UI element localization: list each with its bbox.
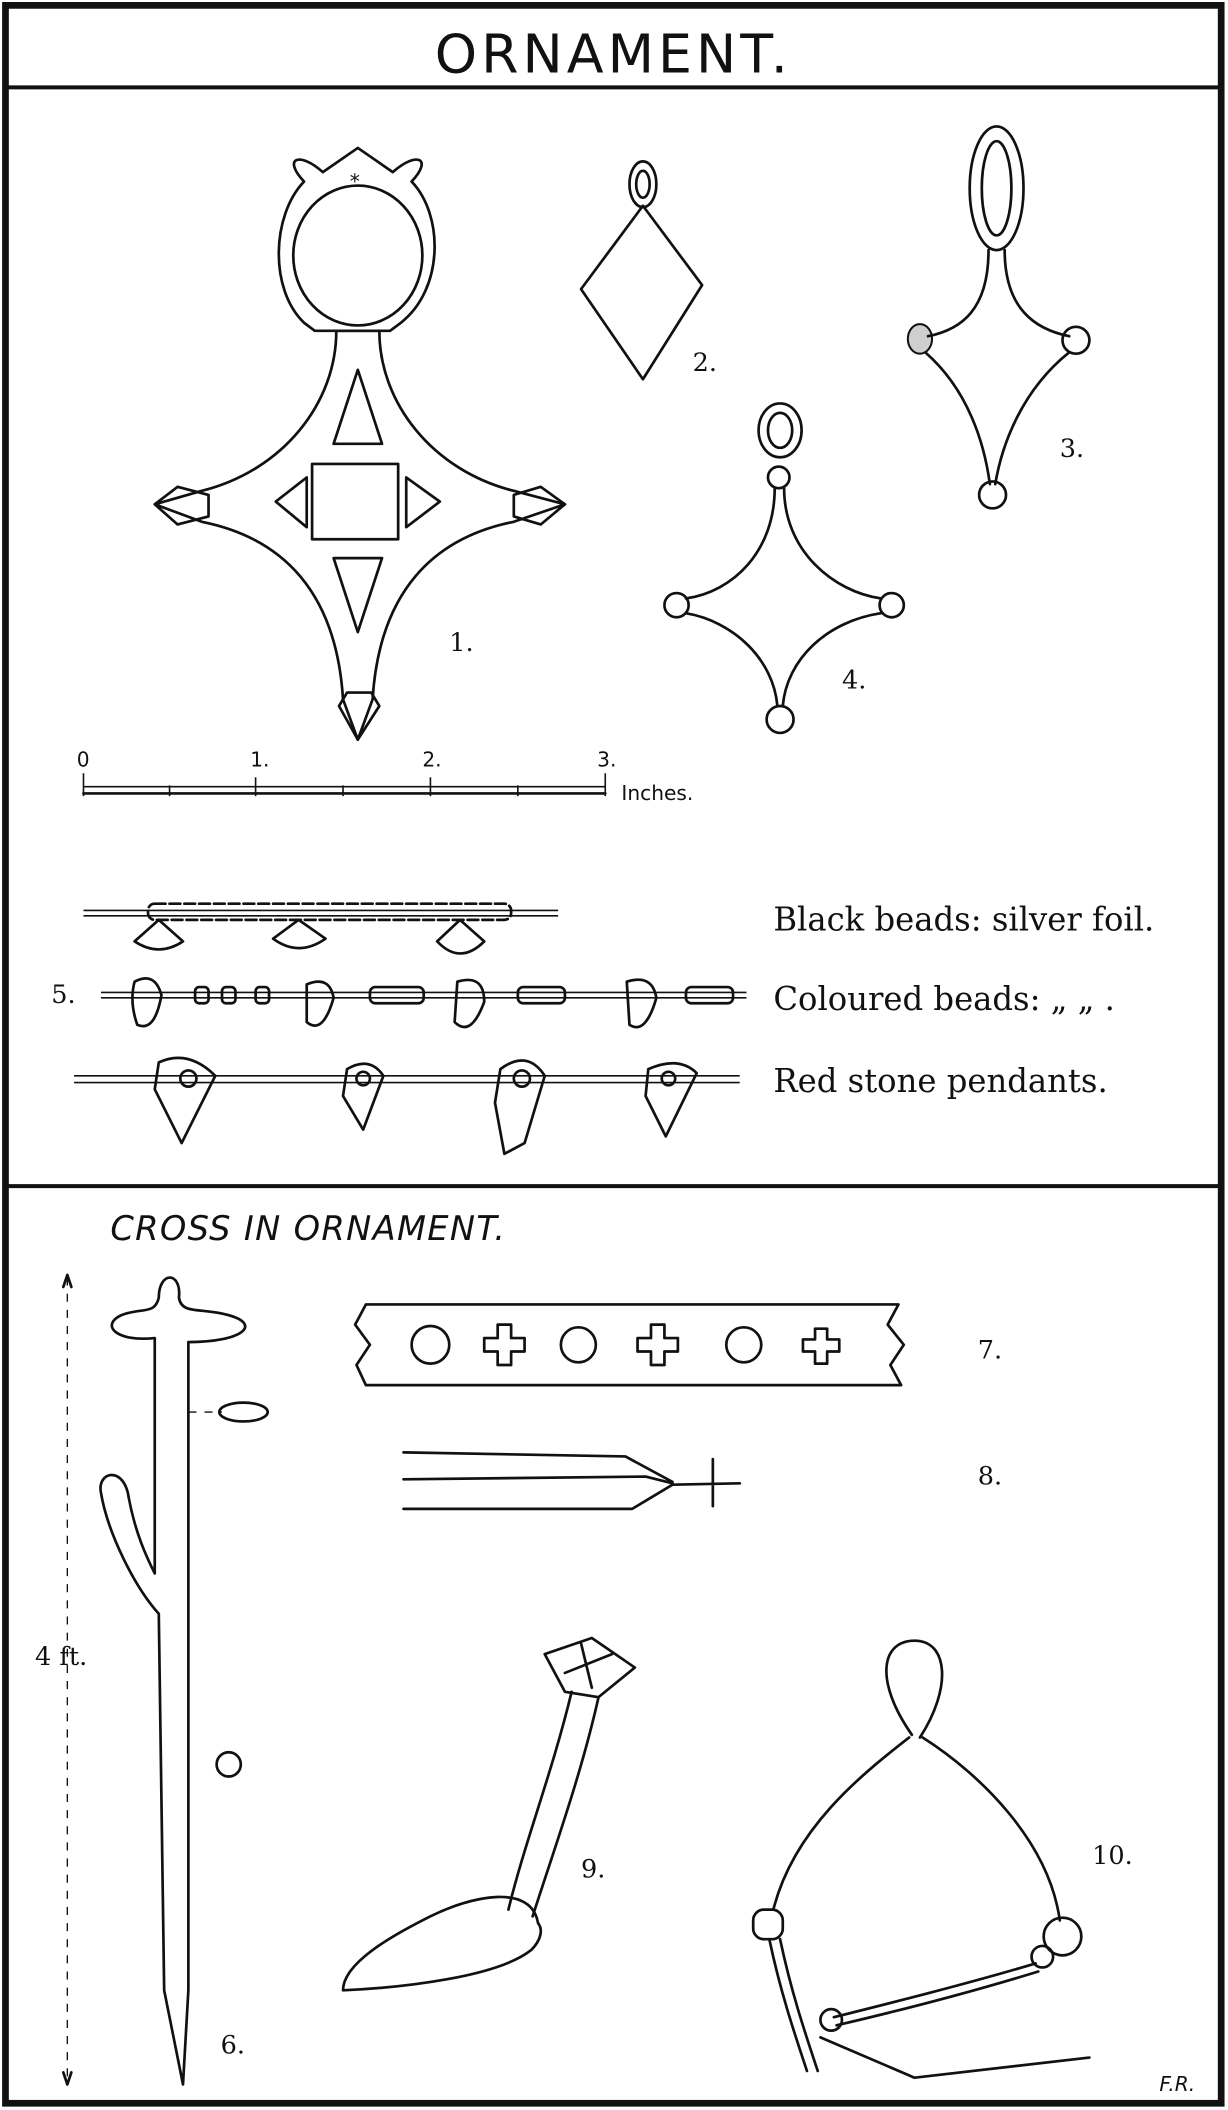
figure-7-label: 7. [978,1335,1002,1365]
scale-bar [82,773,607,797]
scale-tick-3: 3. [597,748,616,772]
bead-caption-coloured: Coloured beads: „ „ . [773,980,1115,1018]
plate-title: ORNAMENT. [435,23,792,86]
figure-1-label: 1. [449,628,473,658]
scale-tick-0: 0 [77,748,90,772]
figure-3-pendant [906,125,1091,510]
figure-2-label: 2. [693,348,717,378]
figure-7-carved-strip [353,1303,906,1387]
figure-4-pendant [663,402,906,735]
figure-6-staff [61,1273,270,2086]
figure-8-label: 8. [978,1462,1002,1492]
figure-9-label: 9. [581,1854,605,1884]
svg-text:*: * [350,169,360,193]
staff-height-label: 4 ft. [35,1642,87,1672]
section-title-cross-in-ornament: CROSS IN ORNAMENT. [110,1209,506,1248]
figure-9-spoon [341,1636,637,1992]
bead-caption-red: Red stone pendants. [773,1062,1107,1100]
figure-5-label: 5. [51,980,75,1010]
figure-6-label: 6. [221,2031,245,2061]
scale-tick-2: 2. [422,748,441,772]
scale-unit: Inches. [621,781,693,805]
figure-10-label: 10. [1092,1841,1133,1871]
bead-caption-black: Black beads: silver foil. [773,901,1154,939]
figure-5-bead-strings [74,902,747,1156]
figure-2-diamond-pendant [579,160,704,381]
figure-3-label: 3. [1060,434,1084,464]
scale-tick-1: 1. [250,748,269,772]
artist-signature: F.R. [1159,2072,1195,2096]
figure-4-label: 4. [842,666,866,696]
figure-8-line-cross [402,1451,742,1511]
figure-10-pendant [751,1639,1091,2080]
figure-1-cross-pendant: * [153,146,567,741]
